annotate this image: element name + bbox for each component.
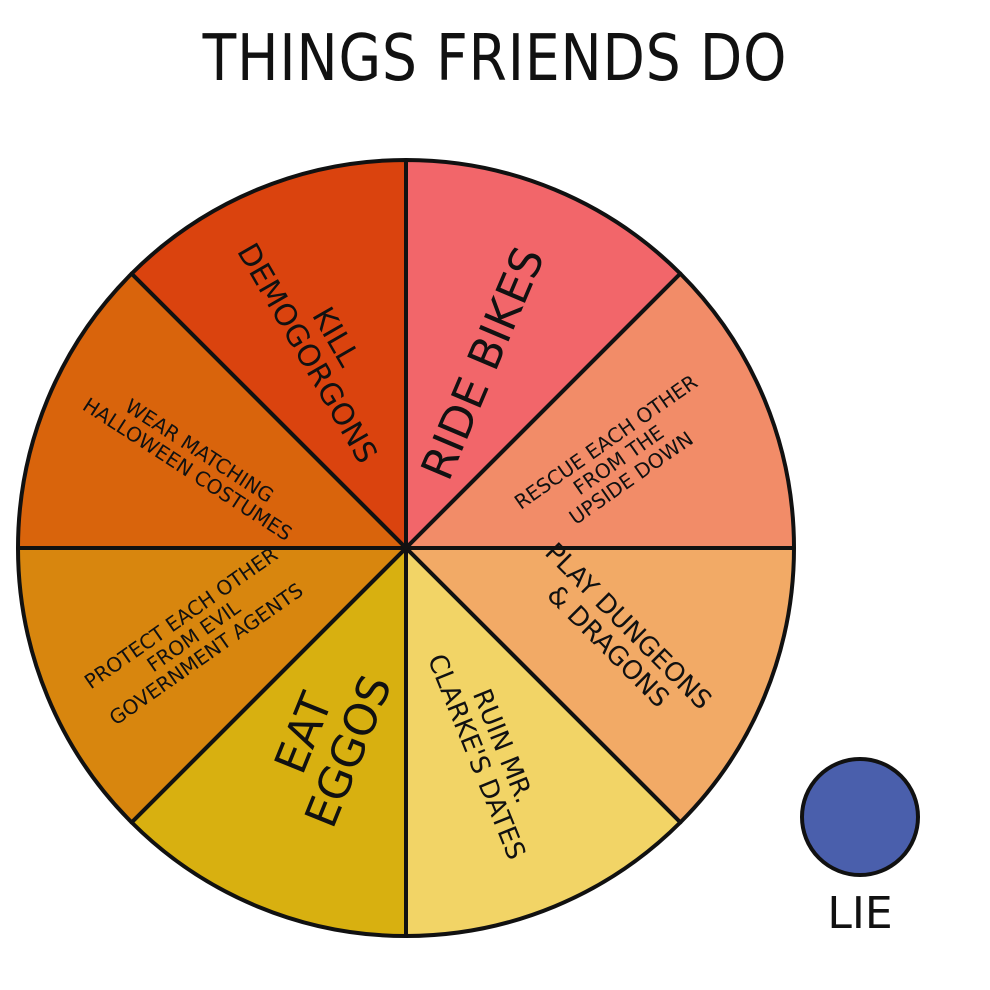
pie-slice	[404, 271, 796, 550]
chart-title: THINGS FRIENDS DO	[202, 22, 788, 96]
pie-slice	[404, 546, 796, 825]
pie-slice	[16, 271, 408, 550]
pie-slice	[16, 546, 408, 825]
legend-swatch-lie	[800, 757, 920, 877]
legend-label-lie: LIE	[827, 888, 893, 939]
pie-slice	[129, 546, 408, 938]
pie-slice	[404, 158, 683, 550]
pie-slice	[404, 546, 683, 938]
pie-slice	[129, 158, 408, 550]
